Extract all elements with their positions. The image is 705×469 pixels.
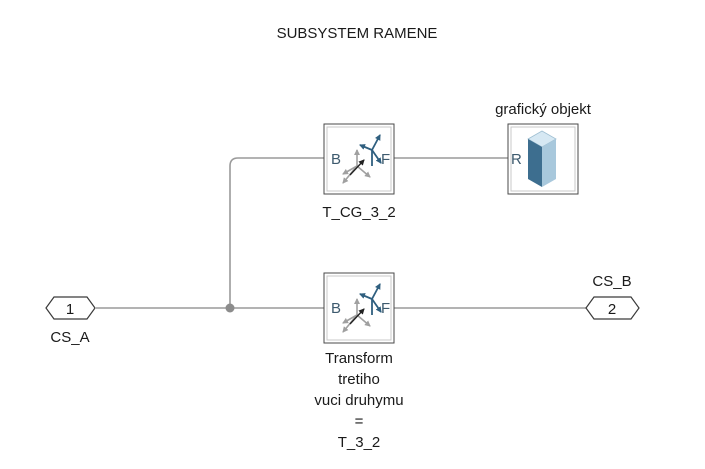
solid-body-icon (527, 130, 557, 187)
rigid-transform-block-tcg[interactable]: B F T_CG_3_2 (322, 123, 396, 221)
block-label-line-4: = (355, 413, 364, 430)
block-label-line-5: T_3_2 (338, 434, 381, 451)
wire-branch-to-tcg[interactable] (229, 157, 324, 308)
output-port-number: 2 (608, 301, 616, 318)
port-label-b: B (331, 151, 341, 168)
block-label-line-1: Transform (325, 350, 393, 367)
rigid-transform-block-t32[interactable]: B F Transform tretiho vuci druhymu = T_3… (314, 272, 404, 451)
block-label-line-3: vuci druhymu (314, 392, 403, 409)
output-port-shape[interactable] (585, 296, 640, 320)
input-port-number: 1 (66, 301, 74, 318)
input-port-cs-a[interactable]: 1 CS_A (45, 296, 96, 346)
input-port-name: CS_A (50, 329, 89, 346)
block-label-tcg: T_CG_3_2 (322, 204, 395, 221)
input-port-shape[interactable] (45, 296, 96, 320)
frame-transform-icon (342, 134, 382, 184)
signal-lines (96, 157, 586, 313)
port-label-r: R (511, 151, 522, 168)
diagram-title: SUBSYSTEM RAMENE (277, 25, 438, 42)
branch-junction-dot (225, 303, 235, 313)
port-label-f: F (381, 300, 390, 317)
frame-transform-icon (342, 283, 382, 333)
port-label-f: F (381, 151, 390, 168)
solid-block-graficky-objekt[interactable]: R grafický objekt (495, 101, 592, 195)
block-label-solid: grafický objekt (495, 101, 592, 118)
port-label-b: B (331, 300, 341, 317)
output-port-name: CS_B (592, 273, 631, 290)
output-port-cs-b[interactable]: 2 CS_B (585, 273, 640, 320)
block-label-line-2: tretiho (338, 371, 380, 388)
